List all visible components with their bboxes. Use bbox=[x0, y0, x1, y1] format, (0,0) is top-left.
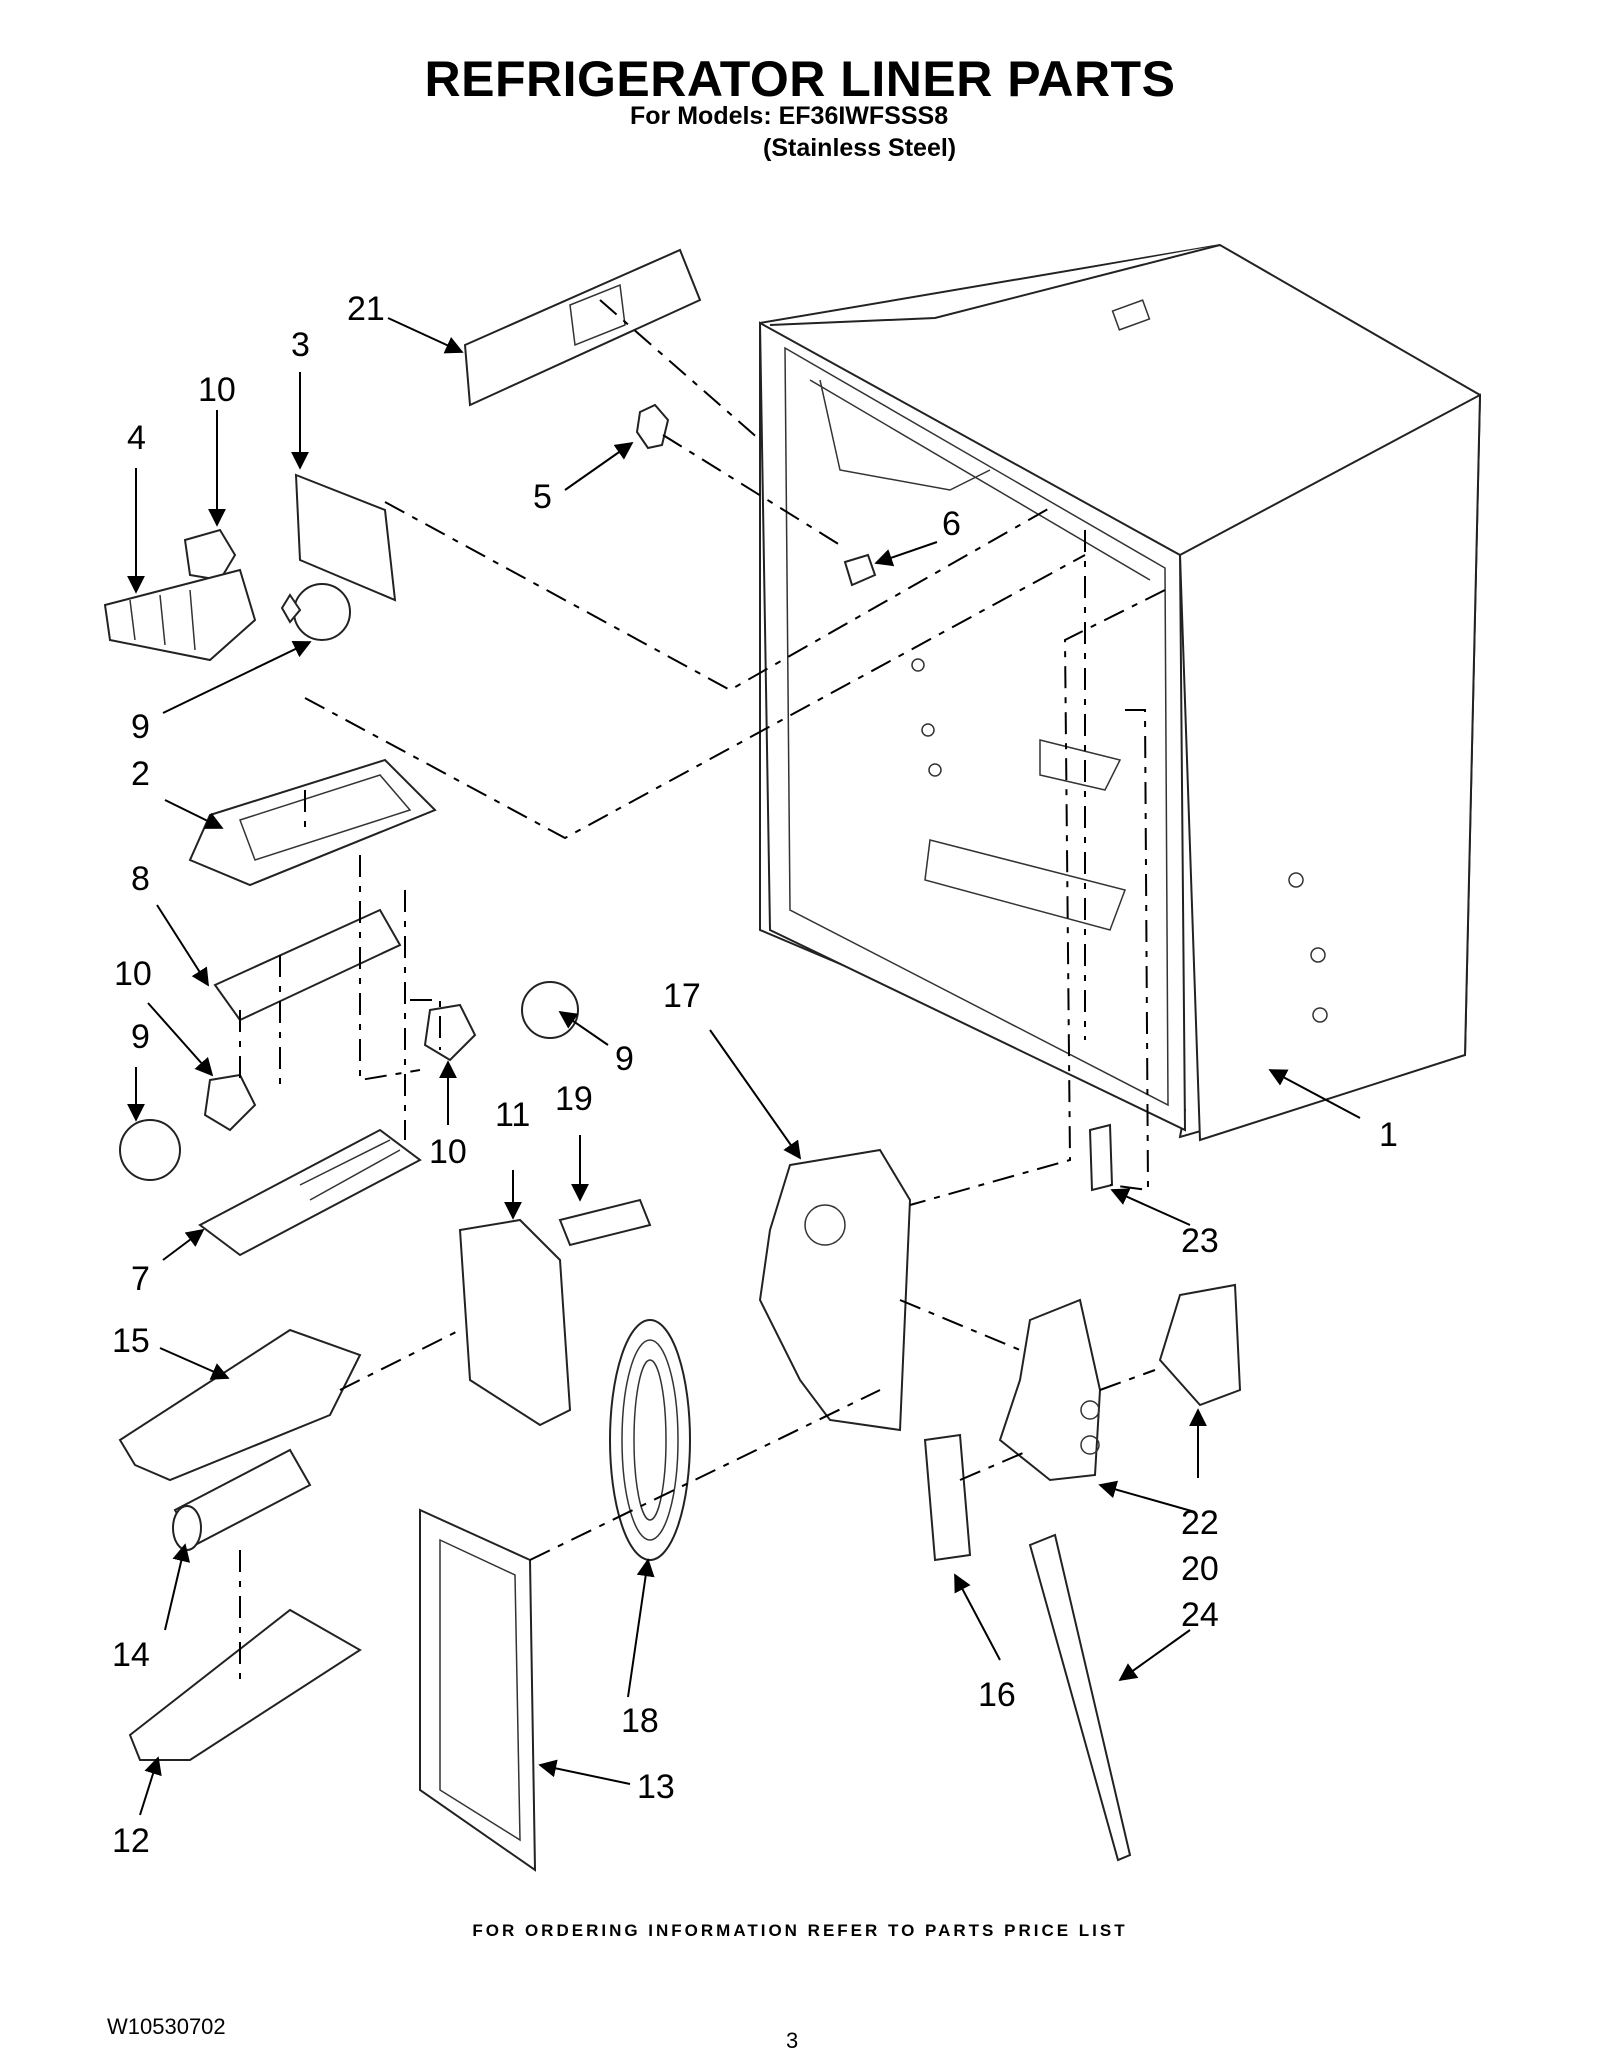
ordering-note: FOR ORDERING INFORMATION REFER TO PARTS … bbox=[472, 1921, 1128, 1940]
callout-21: 21 bbox=[347, 290, 385, 328]
light-shield-part-3 bbox=[294, 473, 397, 602]
callout-10c: 10 bbox=[429, 1133, 467, 1171]
callout-11: 11 bbox=[495, 1096, 530, 1134]
callout-14: 14 bbox=[112, 1636, 150, 1674]
bracket-part-22 bbox=[1158, 1283, 1242, 1407]
callout-labels: 1 2 3 4 5 6 7 8 9 9 9 10 10 10 11 12 13 … bbox=[112, 290, 1398, 1860]
callout-17: 17 bbox=[663, 977, 701, 1015]
page-title: REFRIGERATOR LINER PARTS bbox=[424, 51, 1176, 107]
callout-9c: 9 bbox=[615, 1040, 634, 1078]
callout-12: 12 bbox=[112, 1822, 150, 1860]
page-number: 3 bbox=[786, 2028, 799, 2053]
assembly-lines bbox=[239, 299, 1166, 1680]
lamp-socket-part-10c bbox=[423, 1003, 477, 1062]
leader-lines bbox=[127, 317, 1361, 1816]
light-bulb-part-9c bbox=[521, 981, 579, 1039]
channel-part-13 bbox=[419, 1508, 537, 1872]
callout-6: 6 bbox=[942, 505, 961, 543]
callout-20: 20 bbox=[1181, 1550, 1219, 1588]
callout-24: 24 bbox=[1181, 1596, 1219, 1634]
liner-part-1 bbox=[758, 243, 1482, 1142]
callout-10a: 10 bbox=[198, 371, 236, 409]
tubing-part-18 bbox=[609, 1319, 691, 1561]
water-filter-part-14 bbox=[172, 1448, 312, 1551]
bracket-part-16 bbox=[923, 1433, 972, 1562]
callout-15: 15 bbox=[112, 1322, 150, 1360]
filter-door-part-12 bbox=[128, 1608, 362, 1761]
finish-line: (Stainless Steel) bbox=[763, 134, 957, 162]
lens-part-8 bbox=[213, 908, 402, 1022]
bracket-part-11 bbox=[458, 1218, 572, 1427]
fill-tube-part-24 bbox=[1028, 1533, 1132, 1862]
callout-8: 8 bbox=[131, 860, 150, 898]
filter-housing-part-15 bbox=[118, 1328, 362, 1482]
lamp-socket-part-10b bbox=[203, 1073, 257, 1132]
light-bulb-part-9a bbox=[280, 583, 351, 641]
damper-part-5 bbox=[635, 403, 670, 450]
light-cover-part-4 bbox=[103, 568, 257, 662]
callout-16: 16 bbox=[978, 1676, 1016, 1714]
light-cover-part-7 bbox=[198, 1128, 422, 1257]
switch-part-6 bbox=[843, 553, 877, 587]
document-number: W10530702 bbox=[107, 2014, 226, 2039]
dispenser-housing-part-17 bbox=[758, 1148, 912, 1432]
light-housing-part-2 bbox=[188, 758, 437, 887]
wire-clip-part-23 bbox=[1088, 1123, 1114, 1192]
callout-3: 3 bbox=[291, 326, 310, 364]
callout-4: 4 bbox=[127, 419, 146, 457]
callout-5: 5 bbox=[533, 478, 552, 516]
callout-9b: 9 bbox=[131, 1018, 150, 1056]
callout-1: 1 bbox=[1379, 1116, 1398, 1154]
lamp-socket-part-10a bbox=[183, 528, 237, 582]
ice-bucket-switch-part-19 bbox=[558, 1198, 652, 1247]
callout-22: 22 bbox=[1181, 1504, 1219, 1542]
water-valve-part-20 bbox=[998, 1298, 1102, 1482]
light-bulb-part-9b bbox=[119, 1119, 181, 1181]
callout-13: 13 bbox=[637, 1768, 675, 1806]
callout-18: 18 bbox=[621, 1702, 659, 1740]
callout-10b: 10 bbox=[114, 955, 152, 993]
callout-7: 7 bbox=[131, 1260, 150, 1298]
callout-2: 2 bbox=[131, 755, 150, 793]
callout-19: 19 bbox=[555, 1080, 593, 1118]
air-diffuser-part-21 bbox=[463, 248, 702, 407]
callout-23: 23 bbox=[1181, 1222, 1219, 1260]
models-line: For Models: EF36IWFSSS8 bbox=[630, 102, 949, 130]
callout-9a: 9 bbox=[131, 708, 150, 746]
